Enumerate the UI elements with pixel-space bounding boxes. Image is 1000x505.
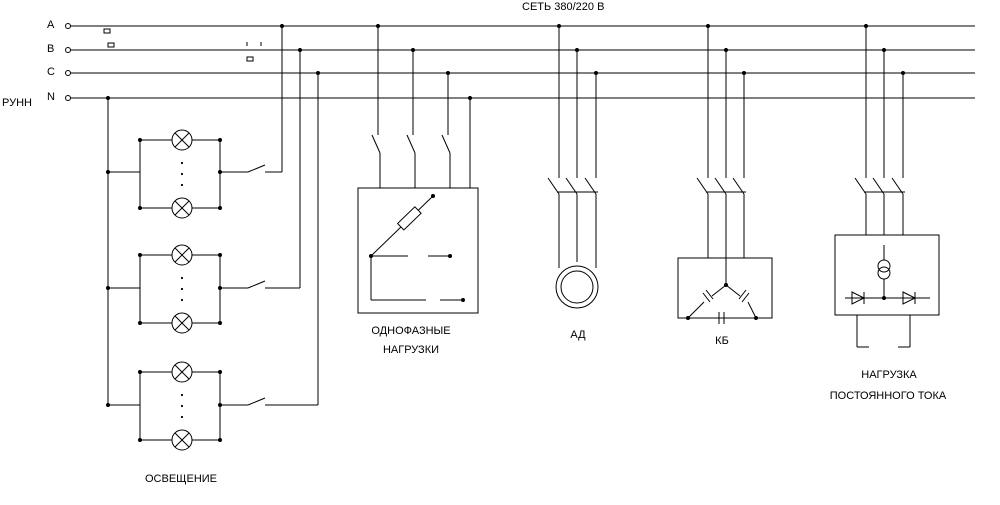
bus-markers (103, 28, 262, 62)
lighting-branch-1 (106, 24, 284, 219)
network-title: СЕТЬ 380/220 В (522, 1, 605, 13)
single-phase-label-line1: ОДНОФАЗНЫЕ (371, 325, 451, 337)
lighting-branch-2 (106, 48, 302, 334)
lighting-branch-3 (106, 71, 320, 451)
dc-load (834, 24, 940, 348)
single-phase-loads (357, 24, 479, 314)
bus-label-b: B (47, 43, 55, 55)
lighting-group (106, 24, 320, 451)
bus-label-n: N (47, 91, 55, 103)
panel-label: РУНН (2, 97, 32, 109)
capacitor-bank-label: КБ (715, 335, 729, 347)
bus-c (65, 70, 975, 76)
induction-motor (547, 24, 599, 309)
lighting-label: ОСВЕЩЕНИЕ (144, 473, 218, 485)
bus-label-c: C (47, 66, 55, 78)
bus-b (65, 47, 975, 53)
motor-label: АД (570, 329, 586, 341)
single-phase-label-line2: НАГРУЗКИ (382, 344, 440, 356)
dc-load-label-line1: НАГРУЗКА (861, 369, 917, 381)
dc-load-label-line2: ПОСТОЯННОГО ТОКА (829, 390, 947, 402)
capacitor-bank (677, 24, 773, 324)
bus-a (65, 23, 975, 29)
bus-label-a: A (47, 19, 55, 31)
bus-n (65, 95, 975, 101)
